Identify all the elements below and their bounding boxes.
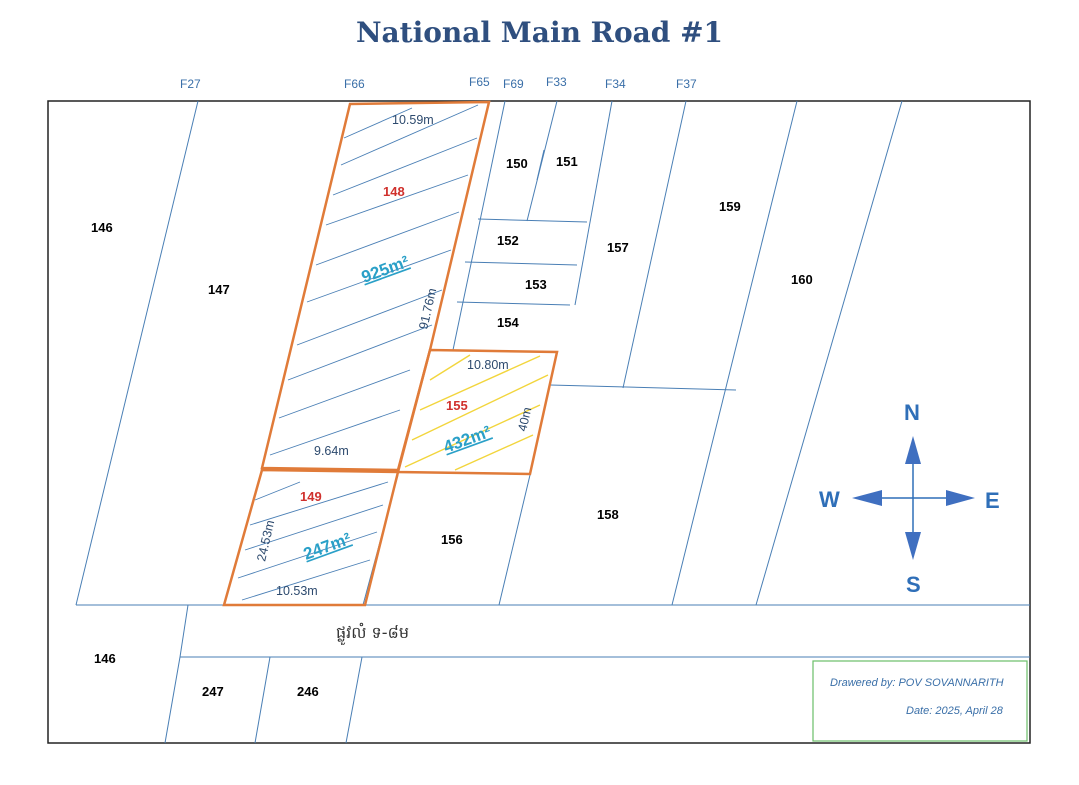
lot-147: 147 — [208, 282, 230, 297]
map-title: National Main Road #1 — [355, 16, 724, 49]
dim-149-bottom: 10.53m — [276, 584, 318, 598]
lot-156: 156 — [441, 532, 463, 547]
lot-146-south: 146 — [94, 651, 116, 666]
dim-148-bottom: 9.64m — [314, 444, 349, 458]
road-label: ផ្លូវលំ ទ-៨ម — [336, 622, 409, 646]
compass-s: S — [906, 572, 921, 597]
lot-150: 150 — [506, 156, 528, 171]
lot-153: 153 — [525, 277, 547, 292]
credit-date: Date: 2025, April 28 — [906, 705, 1004, 717]
field-label-f34: F34 — [605, 77, 626, 91]
parcel-155-hatch — [404, 354, 549, 471]
field-label-f33: F33 — [546, 75, 567, 89]
field-label-f65: F65 — [469, 75, 490, 89]
compass-arrow-south-icon — [905, 532, 921, 560]
credit-drawn-by: Drawered by: POV SOVANNARITH — [830, 677, 1004, 689]
lot-154: 154 — [497, 315, 519, 330]
area-149: 247m² — [301, 529, 354, 564]
field-label-f27: F27 — [180, 77, 201, 91]
credit-box — [812, 660, 1028, 742]
lot-158: 158 — [597, 507, 619, 522]
parcel-148-hatch — [269, 104, 479, 456]
dim-155-top: 10.80m — [467, 358, 509, 372]
area-155: 432m² — [441, 422, 494, 457]
lot-149: 149 — [300, 489, 322, 504]
field-label-f37: F37 — [676, 77, 697, 91]
lot-148: 148 — [383, 184, 405, 199]
highlighted-parcels — [222, 100, 559, 607]
compass-n: N — [904, 400, 920, 425]
compass-w: W — [819, 487, 840, 512]
lot-157: 157 — [607, 240, 629, 255]
compass-arrow-west-icon — [852, 490, 882, 506]
lot-152: 152 — [497, 233, 519, 248]
lot-160: 160 — [791, 272, 813, 287]
lot-159: 159 — [719, 199, 741, 214]
parcel-148-outline[interactable] — [260, 100, 491, 472]
lot-246: 246 — [297, 684, 319, 699]
parcel-boundaries — [75, 100, 903, 744]
field-label-f66: F66 — [344, 77, 365, 91]
map-frame — [47, 100, 1031, 744]
parcel-149-hatch — [237, 481, 389, 601]
parcel-149-outline[interactable] — [222, 468, 400, 607]
dim-155-side: 40m — [515, 406, 534, 433]
lot-155: 155 — [446, 398, 468, 413]
lot-146-north: 146 — [91, 220, 113, 235]
compass-arrow-north-icon — [905, 436, 921, 464]
parcel-155-outline[interactable] — [396, 348, 559, 476]
lot-247: 247 — [202, 684, 224, 699]
lot-151: 151 — [556, 154, 578, 169]
compass-arrow-east-icon — [946, 490, 975, 506]
compass-rose: N S W E — [819, 400, 1000, 597]
compass-e: E — [985, 488, 1000, 513]
area-148: 925m² — [359, 252, 412, 287]
dim-148-top: 10.59m — [392, 113, 434, 127]
road-strip-lines — [76, 604, 1030, 658]
field-label-f69: F69 — [503, 77, 524, 91]
